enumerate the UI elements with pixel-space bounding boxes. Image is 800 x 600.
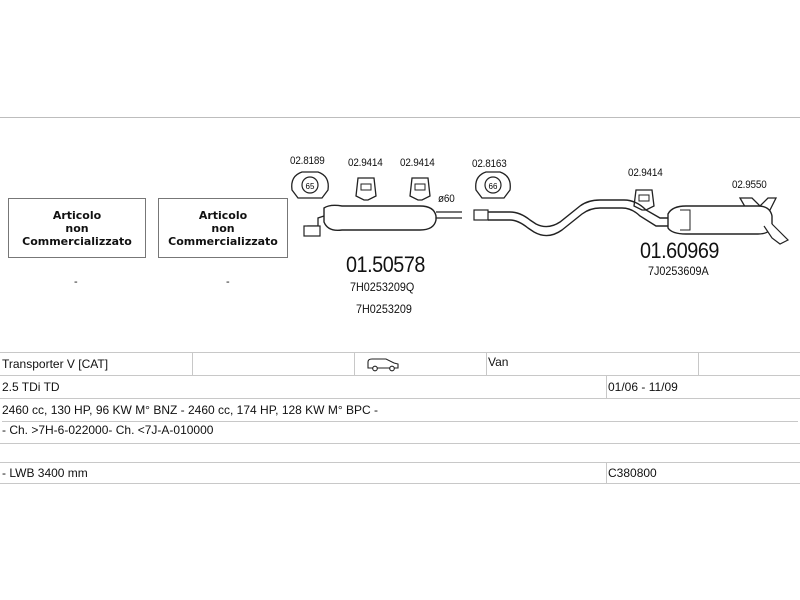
table-row: - LWB 3400 mm C380800 bbox=[0, 463, 800, 484]
hanger-code-4: 02.8163 bbox=[472, 158, 507, 170]
catalog-code: C380800 bbox=[608, 466, 657, 480]
blank-cell bbox=[192, 353, 355, 375]
period-cell: 01/06 - 11/09 bbox=[606, 376, 800, 398]
intermediate-pipe bbox=[473, 199, 668, 237]
not-available-dash-2: - bbox=[226, 276, 230, 288]
hanger-ring-icon: 65 bbox=[291, 171, 329, 199]
not-available-box-2: Articolo non Commercializzato bbox=[158, 198, 288, 258]
hanger-label-66: 66 bbox=[489, 182, 498, 191]
rubber-hanger-icon bbox=[633, 189, 655, 211]
rubber-hanger-icon bbox=[355, 177, 377, 201]
specs: 2460 cc, 130 HP, 96 KW M° BNZ - 2460 cc,… bbox=[2, 403, 378, 417]
vehicle-icon-cell bbox=[354, 353, 487, 375]
part-number-2: 01.60969 bbox=[640, 238, 719, 263]
hanger-ring-icon: 66 bbox=[475, 171, 511, 199]
not-available-dash-1: - bbox=[74, 276, 78, 288]
table-row: 2.5 TDi TD 01/06 - 11/09 bbox=[0, 376, 800, 399]
body-type-cell: Van bbox=[486, 353, 699, 375]
top-border bbox=[0, 117, 800, 118]
table-row: Transporter V [CAT] Van bbox=[0, 353, 800, 376]
body-type: Van bbox=[488, 355, 509, 369]
catalog-code-cell: C380800 bbox=[606, 463, 800, 483]
part-ref-1a: 7H0253209Q bbox=[350, 280, 415, 294]
not-available-box-1: Articolo non Commercializzato bbox=[8, 198, 146, 258]
period: 01/06 - 11/09 bbox=[608, 380, 678, 394]
part-number-1: 01.50578 bbox=[346, 252, 425, 277]
table-top-border bbox=[0, 352, 800, 353]
part-ref-2a: 7J0253609A bbox=[648, 264, 709, 278]
exhaust-diagram: 65 66 bbox=[291, 171, 790, 245]
table-row-empty bbox=[0, 444, 800, 463]
hanger-label-65: 65 bbox=[306, 182, 315, 191]
hanger-code-5: 02.9414 bbox=[628, 167, 663, 179]
front-silencer bbox=[303, 204, 462, 237]
wheelbase-cell: - LWB 3400 mm bbox=[0, 463, 607, 483]
rubber-hanger-icon bbox=[409, 177, 431, 201]
model-name: Transporter V [CAT] bbox=[2, 357, 109, 371]
hanger-code-3: 02.9414 bbox=[400, 157, 435, 169]
hanger-code-2: 02.9414 bbox=[348, 157, 383, 169]
engine-cell: 2.5 TDi TD bbox=[0, 376, 607, 398]
van-icon bbox=[367, 358, 399, 372]
chassis: - Ch. >7H-6-022000- Ch. <7J-A-010000 bbox=[2, 421, 798, 437]
rear-silencer bbox=[667, 205, 790, 245]
pipe-diameter: ø60 bbox=[438, 193, 455, 205]
engine: 2.5 TDi TD bbox=[2, 380, 60, 394]
hanger-code-1: 02.8189 bbox=[290, 155, 325, 167]
hanger-code-6: 02.9550 bbox=[732, 179, 767, 191]
model-cell: Transporter V [CAT] bbox=[0, 353, 193, 375]
table-row: 2460 cc, 130 HP, 96 KW M° BNZ - 2460 cc,… bbox=[0, 399, 800, 444]
wheelbase: - LWB 3400 mm bbox=[2, 466, 88, 480]
part-ref-1b: 7H0253209 bbox=[356, 302, 412, 316]
